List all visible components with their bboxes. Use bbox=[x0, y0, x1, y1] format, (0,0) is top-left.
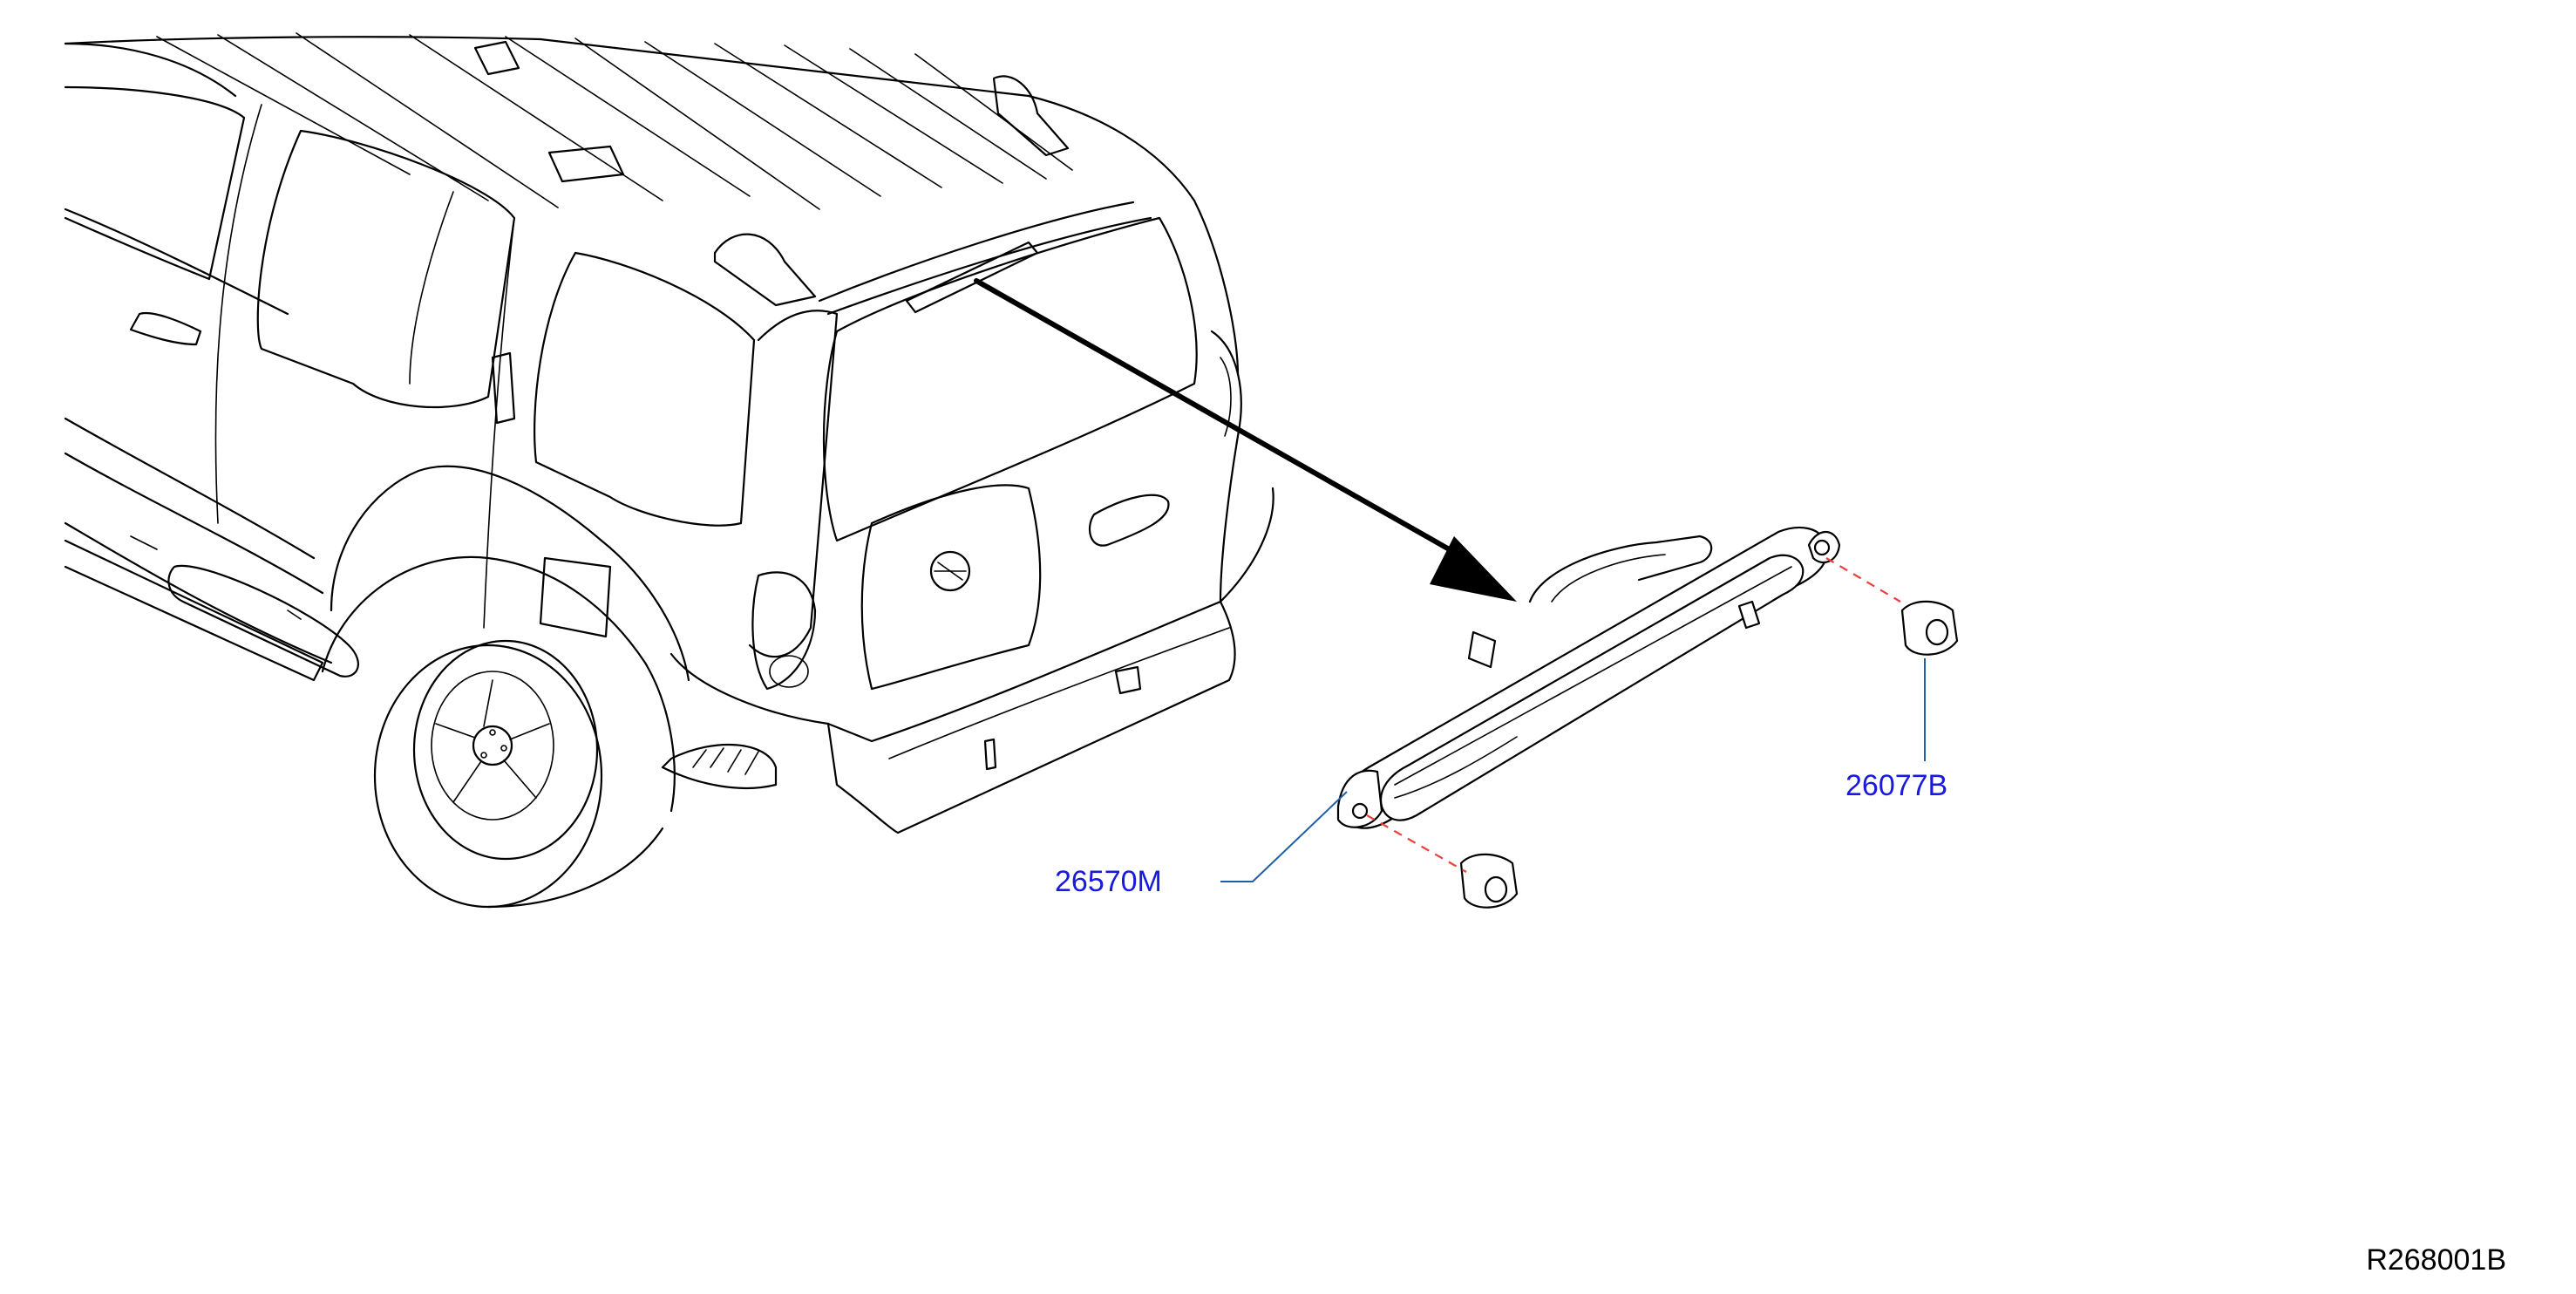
assembly-line-left bbox=[1366, 814, 1467, 873]
grommet-left bbox=[1459, 853, 1519, 909]
part-callout-26570m[interactable]: 26570M bbox=[1055, 865, 1162, 898]
high-mount-stop-lamp-part bbox=[1336, 526, 1841, 829]
assembly-line-right bbox=[1825, 557, 1901, 603]
grommet-right bbox=[1900, 600, 1959, 656]
diagram-code: R268001B bbox=[2366, 1243, 2506, 1277]
location-arrow bbox=[974, 278, 1517, 602]
leader-26570m bbox=[1220, 791, 1348, 882]
vehicle-illustration bbox=[64, 32, 1274, 909]
part-callout-26077b[interactable]: 26077B bbox=[1845, 769, 1948, 802]
